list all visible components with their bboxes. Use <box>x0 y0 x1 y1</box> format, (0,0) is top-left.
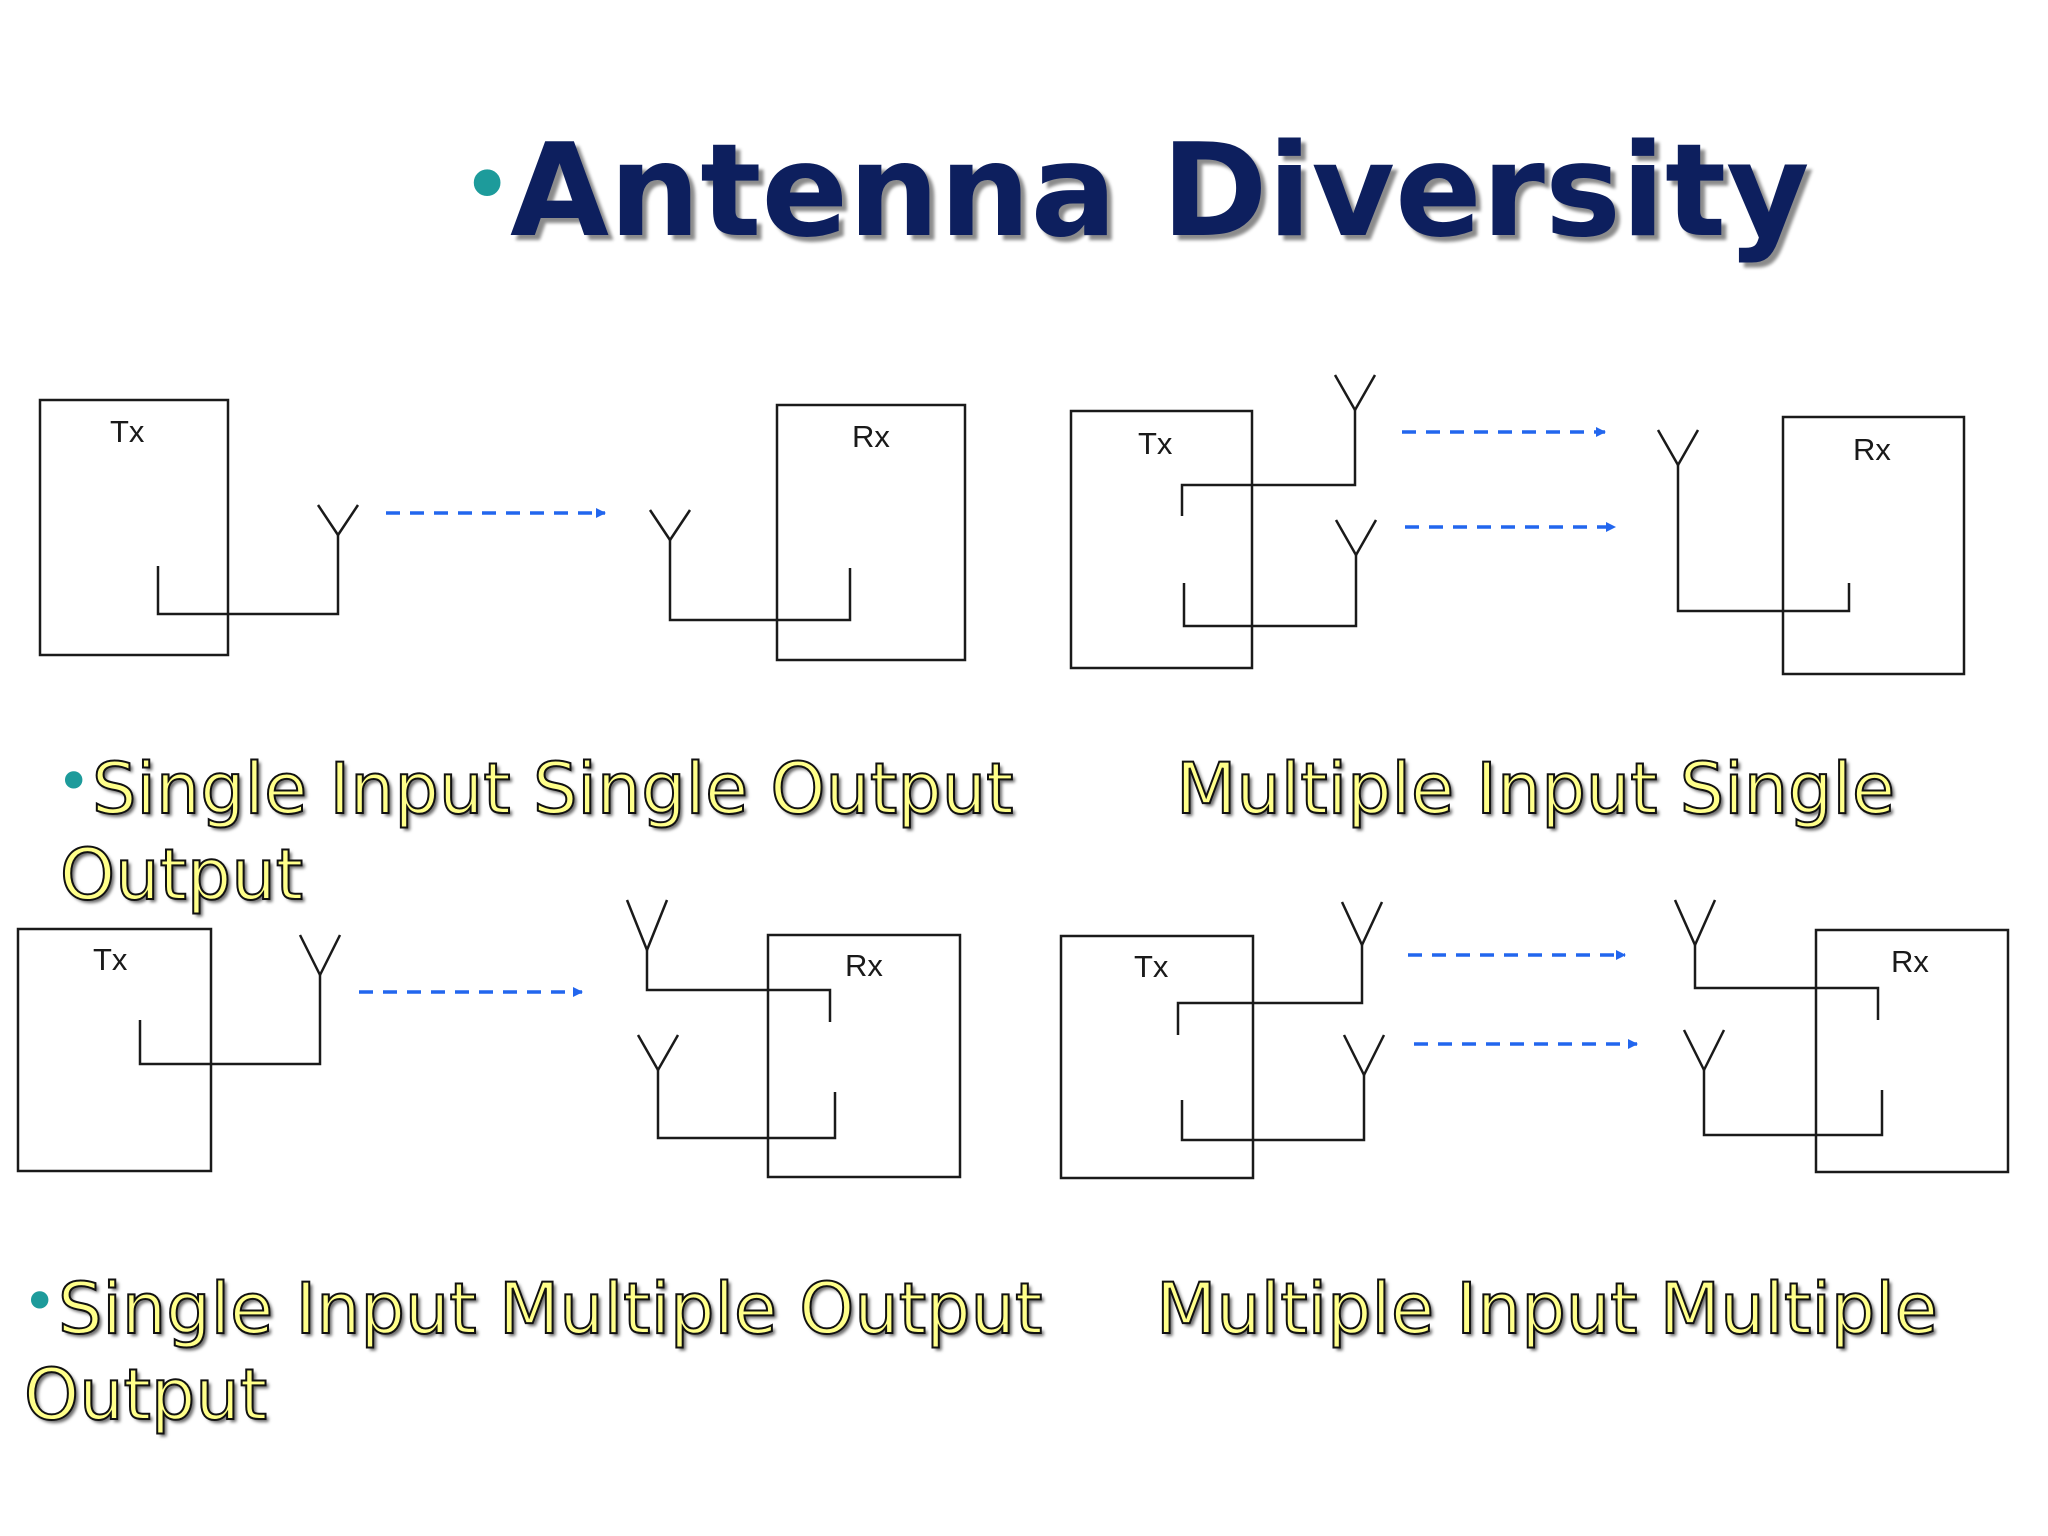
simo-diagram <box>16 899 962 1179</box>
mimo-rx-antenna-2-icon <box>1682 1029 1726 1071</box>
simo-tx-label: Tx <box>93 942 128 977</box>
mimo-diagram <box>1059 899 2010 1180</box>
slide-title: Antenna Diversity <box>510 117 1810 266</box>
mimo-rx-label: Rx <box>1891 944 1929 979</box>
simo-rx-antenna-2-icon <box>636 1034 680 1071</box>
mimo-tx-box <box>1059 934 1255 1180</box>
simo-tx-antenna-icon <box>298 934 342 976</box>
miso-caption: Multiple Input Single <box>1175 747 1896 831</box>
mimo-tx-antenna-2-icon <box>1342 1034 1386 1076</box>
siso-tx-antenna-icon <box>316 504 360 536</box>
mimo-tx-antenna-1-icon <box>1340 901 1384 946</box>
miso-rx-label: Rx <box>1853 432 1891 467</box>
miso-rx-antenna-icon <box>1656 429 1700 466</box>
mimo-rx-antenna-1-icon <box>1673 899 1717 946</box>
siso-caption-bullet: • <box>56 747 92 817</box>
miso-rx-box <box>1781 415 1966 676</box>
simo-tx-box <box>16 927 213 1173</box>
siso-caption-line2: Output <box>59 833 304 917</box>
simo-caption-line1: Single Input Multiple Output <box>57 1267 1043 1351</box>
siso-rx-label: Rx <box>852 419 890 454</box>
miso-tx-antenna-1-icon <box>1333 374 1377 411</box>
miso-tx-box <box>1069 409 1254 670</box>
miso-diagram <box>1069 374 1966 676</box>
mimo-tx-label: Tx <box>1134 949 1169 984</box>
simo-rx-box <box>766 933 962 1179</box>
simo-rx-antenna-1-icon <box>625 899 669 951</box>
siso-tx-label: Tx <box>110 414 145 449</box>
mimo-rx-box <box>1814 928 2010 1174</box>
title-bullet: • <box>460 132 515 239</box>
mimo-caption: Multiple Input Multiple <box>1155 1267 1939 1351</box>
siso-tx-box <box>38 398 230 657</box>
simo-rx-label: Rx <box>845 948 883 983</box>
miso-tx-label: Tx <box>1138 426 1173 461</box>
siso-rx-box <box>775 403 967 662</box>
miso-tx-antenna-2-icon <box>1334 519 1378 556</box>
siso-diagram <box>38 398 967 662</box>
siso-caption-line1: Single Input Single Output <box>91 747 1015 831</box>
simo-caption-bullet: • <box>22 1267 58 1337</box>
siso-rx-antenna-icon <box>648 509 692 541</box>
simo-caption-line2: Output <box>23 1353 268 1437</box>
